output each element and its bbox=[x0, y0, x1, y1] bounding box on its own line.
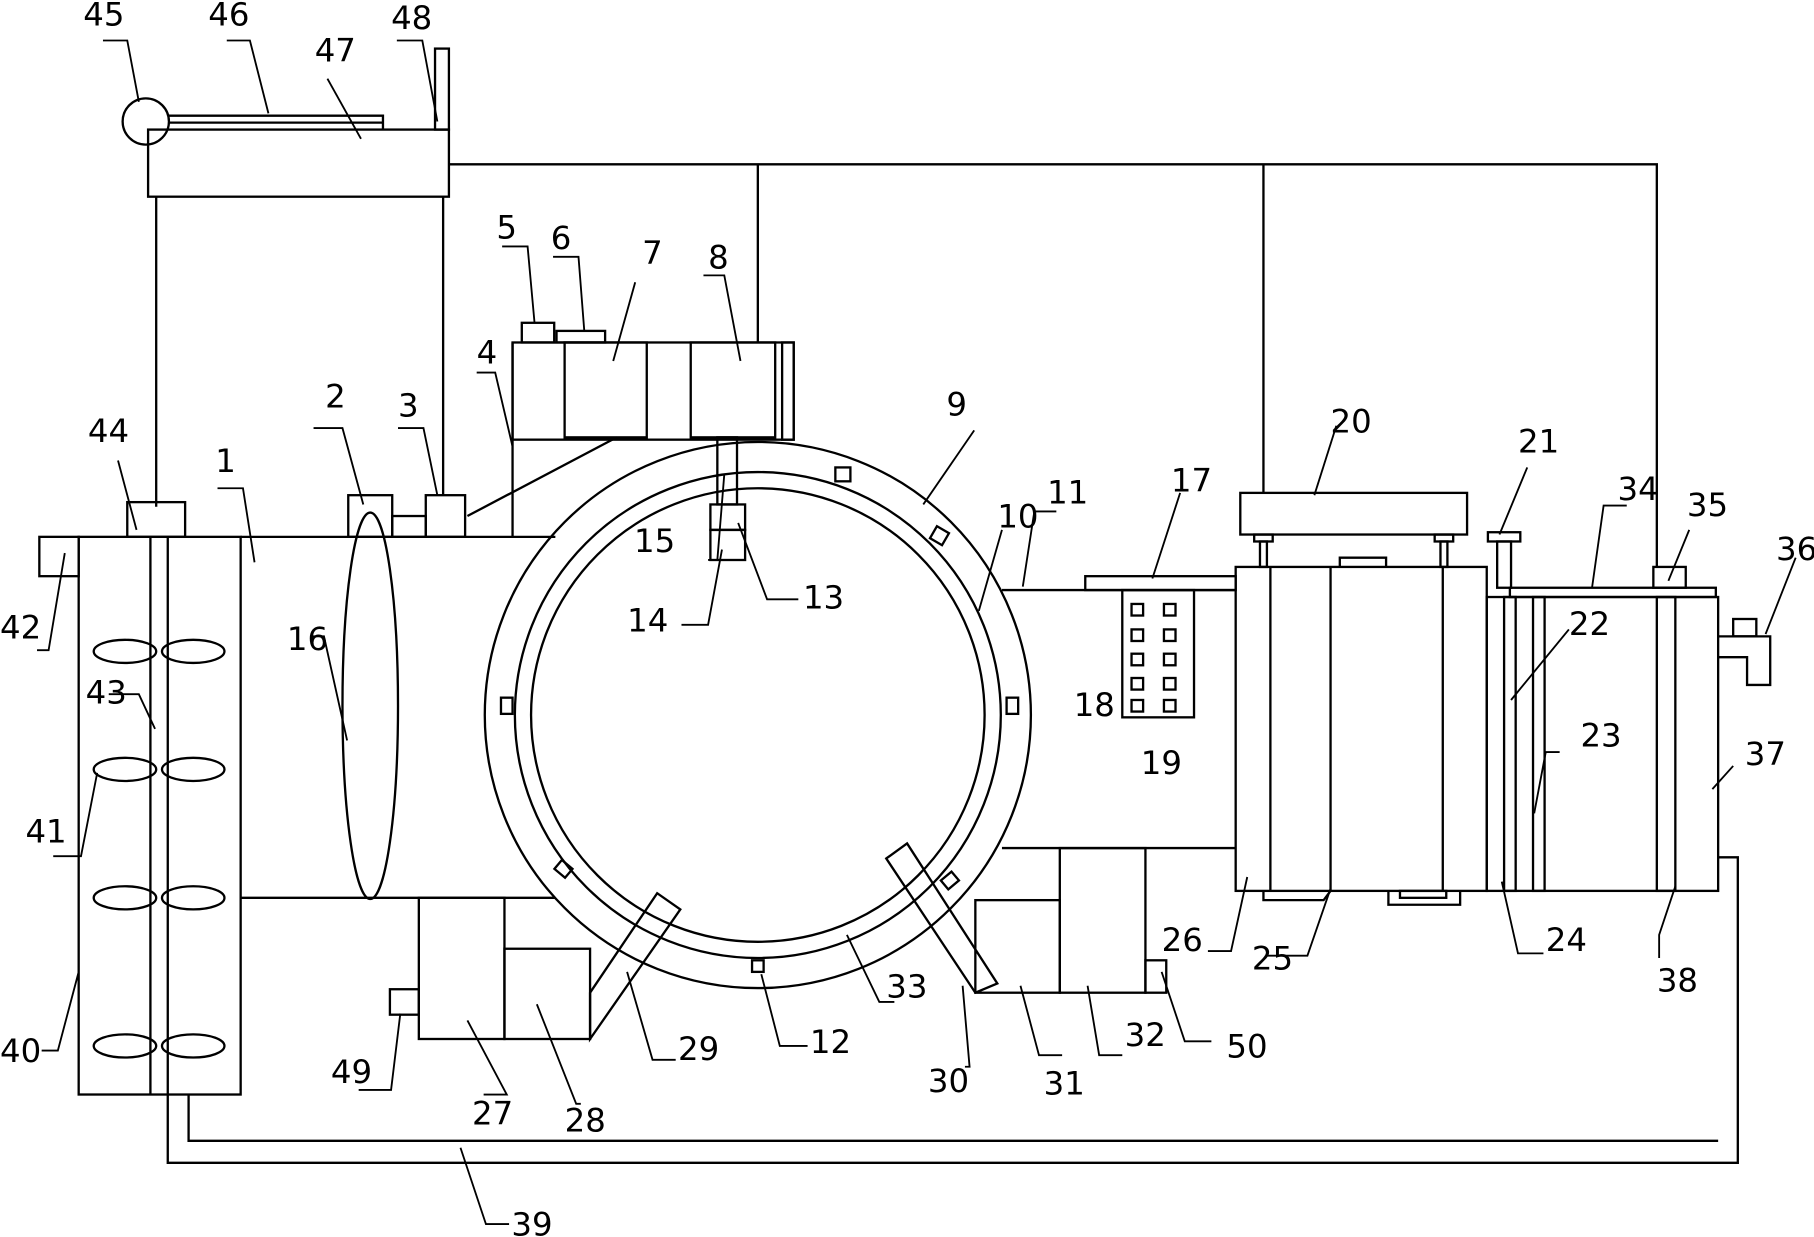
label-35: 35 bbox=[1687, 486, 1728, 524]
label-32: 32 bbox=[1125, 1016, 1166, 1054]
top-control-box bbox=[121, 47, 451, 198]
label-12: 12 bbox=[810, 1023, 851, 1061]
label-2: 2 bbox=[325, 377, 346, 415]
leader-lines bbox=[37, 39, 1797, 1226]
label-16: 16 bbox=[287, 620, 328, 658]
label-6: 6 bbox=[551, 219, 572, 257]
pipe-stub bbox=[391, 514, 427, 539]
label-37: 37 bbox=[1745, 735, 1786, 773]
filter-disc bbox=[341, 511, 400, 901]
label-7: 7 bbox=[642, 234, 663, 272]
label-17: 17 bbox=[1171, 462, 1212, 500]
label-22: 22 bbox=[1569, 605, 1610, 643]
label-15: 15 bbox=[634, 522, 675, 560]
label-50: 50 bbox=[1226, 1027, 1267, 1065]
disc-mount bbox=[347, 494, 394, 539]
label-18: 18 bbox=[1074, 686, 1115, 724]
label-48: 48 bbox=[391, 0, 432, 37]
valve-3 bbox=[424, 494, 467, 539]
right-module bbox=[1485, 531, 1772, 893]
drum-rings bbox=[483, 440, 1033, 990]
label-39: 39 bbox=[511, 1206, 552, 1237]
label-45: 45 bbox=[83, 0, 124, 33]
label-46: 46 bbox=[208, 0, 249, 33]
label-49: 49 bbox=[331, 1053, 372, 1091]
main-chamber bbox=[240, 342, 1236, 899]
label-19: 19 bbox=[1141, 744, 1182, 782]
label-36: 36 bbox=[1776, 530, 1814, 568]
label-3: 3 bbox=[398, 387, 419, 425]
nozzle-panel bbox=[1121, 588, 1196, 719]
label-20: 20 bbox=[1331, 403, 1372, 441]
label-47: 47 bbox=[315, 31, 356, 69]
label-41: 41 bbox=[25, 812, 66, 850]
label-40: 40 bbox=[0, 1032, 41, 1070]
label-34: 34 bbox=[1617, 470, 1658, 508]
heat-exchanger bbox=[1234, 491, 1488, 906]
label-13: 13 bbox=[803, 579, 844, 617]
label-25: 25 bbox=[1252, 940, 1293, 978]
label-9: 9 bbox=[946, 385, 967, 423]
control-wiring bbox=[155, 163, 1658, 567]
label-44: 44 bbox=[88, 412, 129, 450]
label-1: 1 bbox=[215, 442, 236, 480]
label-29: 29 bbox=[678, 1030, 719, 1068]
top-motor-block bbox=[511, 321, 795, 441]
bottom-right-units bbox=[884, 841, 1168, 995]
spindle-assembly bbox=[709, 436, 747, 562]
label-42: 42 bbox=[0, 609, 41, 647]
bottom-left-units bbox=[388, 891, 682, 1043]
label-31: 31 bbox=[1044, 1065, 1085, 1103]
label-30: 30 bbox=[928, 1062, 969, 1100]
label-23: 23 bbox=[1580, 716, 1621, 754]
label-4: 4 bbox=[477, 333, 498, 371]
return-pipe bbox=[166, 856, 1739, 1164]
label-21: 21 bbox=[1518, 422, 1559, 460]
mixing-tank bbox=[38, 500, 242, 1096]
label-10: 10 bbox=[997, 498, 1038, 536]
label-11: 11 bbox=[1047, 473, 1088, 511]
label-33: 33 bbox=[886, 967, 927, 1005]
label-26: 26 bbox=[1162, 921, 1203, 959]
outlet-plate bbox=[1084, 575, 1237, 592]
label-43: 43 bbox=[86, 673, 127, 711]
label-8: 8 bbox=[708, 238, 729, 276]
label-14: 14 bbox=[627, 602, 668, 640]
label-5: 5 bbox=[496, 208, 517, 246]
label-38: 38 bbox=[1657, 962, 1698, 1000]
label-28: 28 bbox=[565, 1102, 606, 1140]
label-27: 27 bbox=[472, 1095, 513, 1133]
label-24: 24 bbox=[1546, 921, 1587, 959]
